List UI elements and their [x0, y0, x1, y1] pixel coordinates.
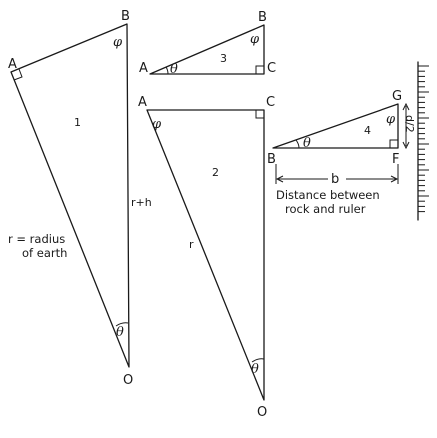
- triangle-3-angle-phi: φ: [250, 32, 260, 47]
- triangle-4-outline: [272, 103, 399, 149]
- triangle-3: A B C 3 φ θ: [139, 10, 276, 77]
- triangle-2: A C O 2 φ θ r: [138, 95, 275, 420]
- triangle-3-angle-theta: θ: [170, 62, 178, 77]
- triangle-3-right-angle-marker: [255, 65, 264, 74]
- triangle-4-side-label: d/2: [403, 115, 416, 133]
- triangle-3-outline: [149, 24, 265, 75]
- triangle-4-vertex-f: F: [392, 152, 399, 167]
- triangle-2-vertex-a: A: [138, 95, 147, 110]
- triangle-1-right-angle-marker: [13, 68, 23, 81]
- triangle-1-vertex-a: A: [8, 57, 17, 72]
- triangle-2-angle-phi: φ: [152, 117, 162, 132]
- b-right-arrow: [390, 175, 399, 183]
- triangle-3-vertex-a: A: [139, 61, 148, 76]
- triangle-1-side-label: r+h: [131, 196, 152, 209]
- triangle-1-vertex-b: B: [121, 9, 130, 24]
- triangle-2-number: 2: [212, 166, 219, 179]
- triangle-2-side-label: r: [189, 238, 194, 251]
- triangle-2-theta-arc: [251, 358, 265, 363]
- triangle-3-vertex-b: B: [258, 10, 267, 25]
- triangle-3-vertex-c: C: [267, 61, 276, 76]
- triangle-4-right-angle-marker: [389, 139, 398, 148]
- radius-note-line-1: r = radius: [8, 232, 65, 246]
- triangle-2-outline: [146, 109, 265, 401]
- triangle-4: B G F 4 φ θ d/2 b Distance between rock …: [267, 89, 416, 216]
- triangle-1-number: 1: [74, 116, 81, 129]
- triangle-1-vertex-o: O: [123, 373, 133, 388]
- triangle-1-angle-theta: θ: [116, 325, 124, 340]
- distance-caption-line-2: rock and ruler: [285, 202, 366, 216]
- triangle-4-angle-theta: θ: [303, 136, 311, 151]
- triangle-1: A B O 1 φ θ r+h r = radius of earth: [8, 9, 152, 388]
- triangle-2-vertex-c: C: [266, 95, 275, 110]
- b-left-arrow: [275, 175, 284, 183]
- triangle-4-theta-arc: [295, 139, 300, 149]
- triangle-4-base-label: b: [331, 172, 339, 187]
- triangle-4-angle-phi: φ: [386, 112, 396, 127]
- half-d-top-arrow: [402, 102, 410, 111]
- ruler: [417, 61, 429, 221]
- triangle-2-angle-theta: θ: [251, 362, 259, 377]
- triangle-2-vertex-o: O: [257, 405, 267, 420]
- triangle-1-theta-arc: [115, 322, 129, 327]
- triangle-1-angle-phi: φ: [113, 35, 123, 50]
- triangle-4-vertex-g: G: [392, 89, 402, 104]
- triangle-4-vertex-b: B: [267, 152, 276, 167]
- triangle-1-outline: [10, 23, 130, 368]
- radius-note-line-2: of earth: [22, 246, 67, 260]
- distance-caption-line-1: Distance between: [276, 188, 380, 202]
- triangle-3-number: 3: [220, 52, 227, 65]
- triangle-2-right-angle-marker: [255, 110, 264, 119]
- ruler-ticks: [418, 65, 429, 213]
- triangle-4-number: 4: [364, 124, 371, 137]
- triangle-3-theta-arc: [165, 66, 169, 75]
- half-d-bottom-arrow: [402, 141, 410, 150]
